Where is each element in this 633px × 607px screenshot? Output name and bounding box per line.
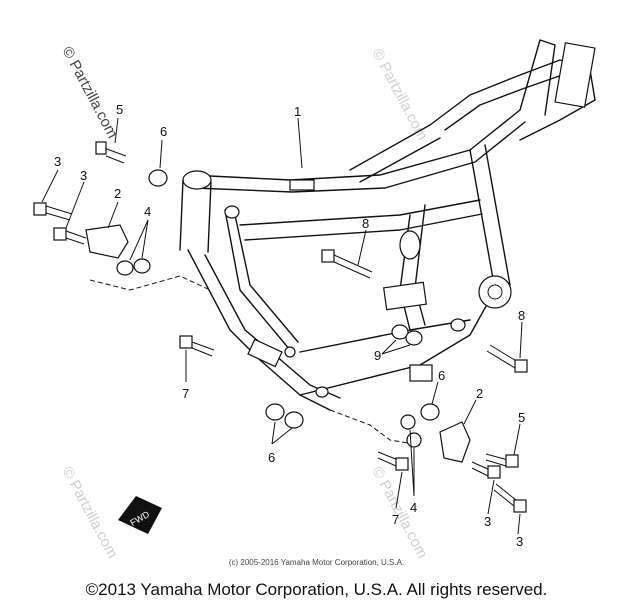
watermark-bottom-right: © Partzilla.com <box>368 464 430 561</box>
callout-7-right: 7 <box>392 512 399 527</box>
callout-8-left: 8 <box>362 216 369 231</box>
callout-6-bottom: 6 <box>268 450 275 465</box>
callout-7-left: 7 <box>182 386 189 401</box>
callout-1: 1 <box>294 104 301 119</box>
watermark-top-right: © Partzilla.com <box>368 46 430 143</box>
callout-3-right-b: 3 <box>516 534 523 549</box>
callout-5-right: 5 <box>518 410 525 425</box>
right-hardware-group <box>265 321 528 535</box>
copyright-small: (c) 2005-2016 Yamaha Motor Corporation, … <box>228 558 405 567</box>
callout-3-right-a: 3 <box>484 514 491 529</box>
callout-8-right: 8 <box>518 308 525 323</box>
copyright-main: ©2013 Yamaha Motor Corporation, U.S.A. A… <box>85 580 548 599</box>
motorcycle-frame <box>179 39 596 411</box>
callout-9: 9 <box>374 348 381 363</box>
left-hardware-group <box>33 117 373 382</box>
callout-6-left-top: 6 <box>160 124 167 139</box>
callout-2-right: 2 <box>476 386 483 401</box>
callout-4-right: 4 <box>410 500 417 515</box>
fwd-arrow-icon: FWD <box>118 496 162 534</box>
callout-6-right: 6 <box>438 368 445 383</box>
callout-3-left-b: 3 <box>80 168 87 183</box>
callout-3-left-a: 3 <box>54 154 61 169</box>
watermark-top-left: © Partzilla.com <box>58 44 120 141</box>
leader-1 <box>297 117 303 169</box>
watermark-bottom-left: © Partzilla.com <box>58 464 120 561</box>
callout-5-left: 5 <box>116 102 123 117</box>
callout-4-left: 4 <box>144 204 151 219</box>
callout-2-left: 2 <box>114 186 121 201</box>
